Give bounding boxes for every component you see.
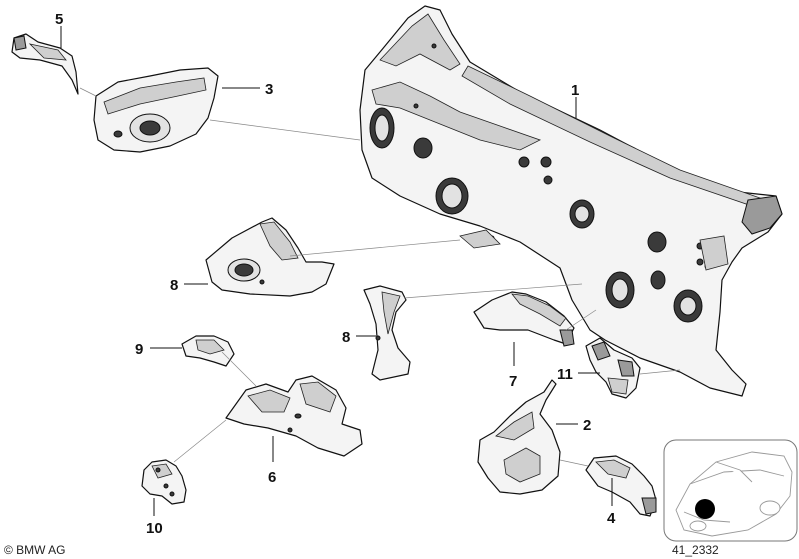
part-10-clip[interactable] <box>141 459 187 505</box>
callout-10: 10 <box>146 520 163 537</box>
part-2-insulation[interactable] <box>477 379 561 495</box>
part-3-insulation[interactable] <box>93 67 219 153</box>
callout-8-left: 8 <box>170 277 178 294</box>
callout-2: 2 <box>583 417 591 434</box>
callout-4: 4 <box>607 510 616 527</box>
callout-8-middle: 8 <box>342 329 350 346</box>
part-8-bracket-left[interactable] <box>205 217 335 297</box>
leader-lines <box>60 26 681 516</box>
car-locator-inset <box>663 439 798 542</box>
callout-1: 1 <box>571 82 579 99</box>
part-6-reinforcement[interactable] <box>225 375 363 457</box>
part-11-clip[interactable] <box>585 337 641 399</box>
copyright-text: © BMW AG <box>4 543 66 557</box>
callout-6: 6 <box>268 469 276 486</box>
part-9-bracket[interactable] <box>181 335 235 367</box>
part-8-pillar[interactable] <box>363 285 411 381</box>
callout-3: 3 <box>265 81 273 98</box>
callout-5: 5 <box>55 11 63 28</box>
callout-9: 9 <box>135 341 143 358</box>
part-7-support[interactable] <box>473 291 575 347</box>
part-4-sill[interactable] <box>585 455 657 517</box>
location-marker <box>695 499 715 519</box>
callout-11: 11 <box>557 366 573 383</box>
part-5-insulation[interactable] <box>11 33 79 95</box>
diagram-id: 41_2332 <box>672 543 719 557</box>
callout-7: 7 <box>509 373 517 390</box>
part-1-bulkhead[interactable] <box>359 5 783 397</box>
